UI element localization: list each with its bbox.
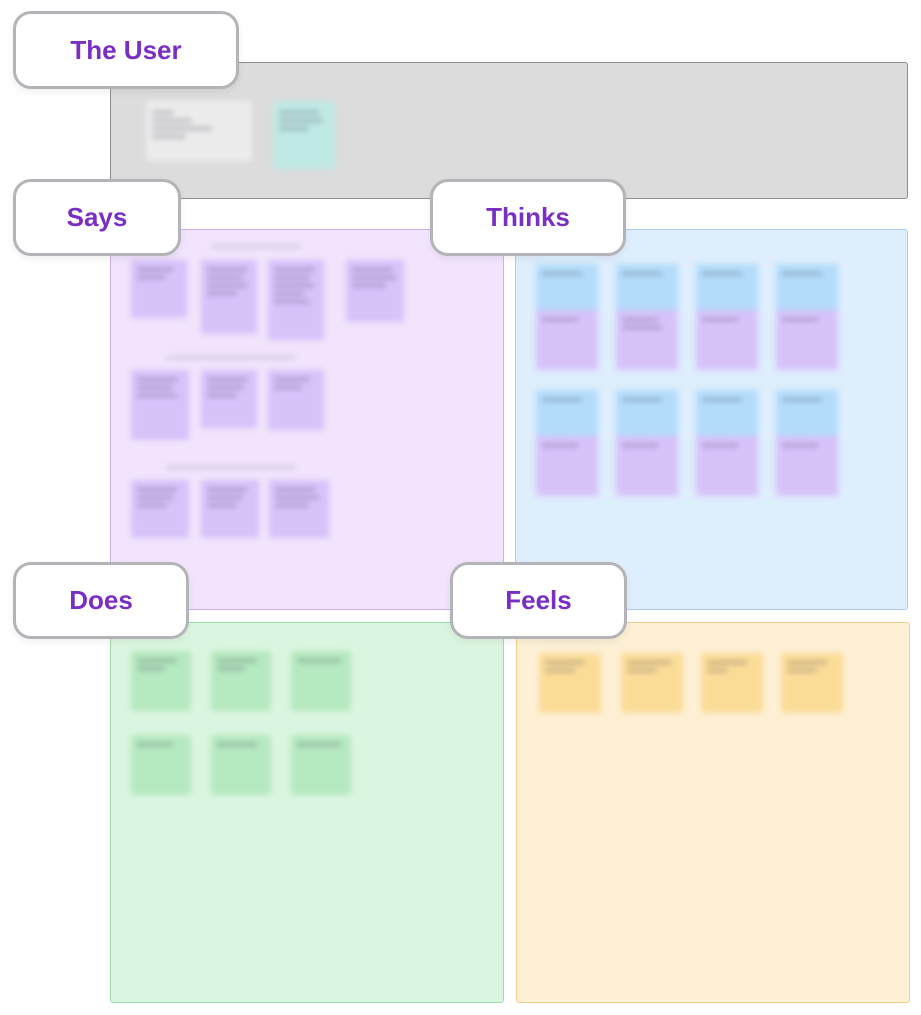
panel-the-user-notes [111, 63, 907, 198]
sticky-note[interactable] [781, 653, 843, 713]
sticky-note[interactable] [536, 390, 598, 496]
sticky-note[interactable] [269, 480, 329, 538]
sticky-note[interactable] [131, 651, 191, 711]
sticky-note[interactable] [131, 260, 187, 318]
panel-does [110, 622, 504, 1003]
section-label-does: Does [13, 562, 189, 639]
section-label-feels: Feels [450, 562, 627, 639]
sticky-note[interactable] [131, 370, 189, 440]
sticky-note[interactable] [536, 264, 598, 370]
sticky-note[interactable] [621, 653, 683, 713]
sticky-note[interactable] [131, 735, 191, 795]
sticky-note[interactable] [776, 264, 838, 370]
panel-does-notes [111, 623, 503, 1002]
sticky-note[interactable] [701, 653, 763, 713]
sticky-note[interactable] [211, 651, 271, 711]
sticky-note[interactable] [273, 101, 335, 169]
sticky-note[interactable] [346, 260, 404, 322]
panel-says [110, 229, 504, 610]
sticky-note[interactable] [539, 653, 601, 713]
sticky-note[interactable] [616, 264, 678, 370]
panel-says-notes [111, 230, 503, 609]
sticky-note[interactable] [201, 480, 259, 538]
sticky-note[interactable] [291, 651, 351, 711]
panel-the-user [110, 62, 908, 199]
panel-thinks [515, 229, 908, 610]
panel-feels [516, 622, 910, 1003]
sticky-note[interactable] [131, 480, 189, 538]
sticky-note[interactable] [696, 264, 758, 370]
sticky-note[interactable] [268, 370, 324, 430]
panel-feels-notes [517, 623, 909, 1002]
sticky-note[interactable] [146, 101, 252, 161]
sticky-note[interactable] [776, 390, 838, 496]
sticky-note[interactable] [201, 260, 257, 334]
sticky-note[interactable] [201, 370, 257, 428]
sticky-note[interactable] [211, 735, 271, 795]
sticky-note[interactable] [616, 390, 678, 496]
sticky-note[interactable] [268, 260, 324, 340]
section-label-says: Says [13, 179, 181, 256]
sticky-note[interactable] [291, 735, 351, 795]
sticky-note[interactable] [696, 390, 758, 496]
section-label-thinks: Thinks [430, 179, 626, 256]
section-label-the-user: The User [13, 11, 239, 89]
panel-thinks-notes [516, 230, 907, 609]
